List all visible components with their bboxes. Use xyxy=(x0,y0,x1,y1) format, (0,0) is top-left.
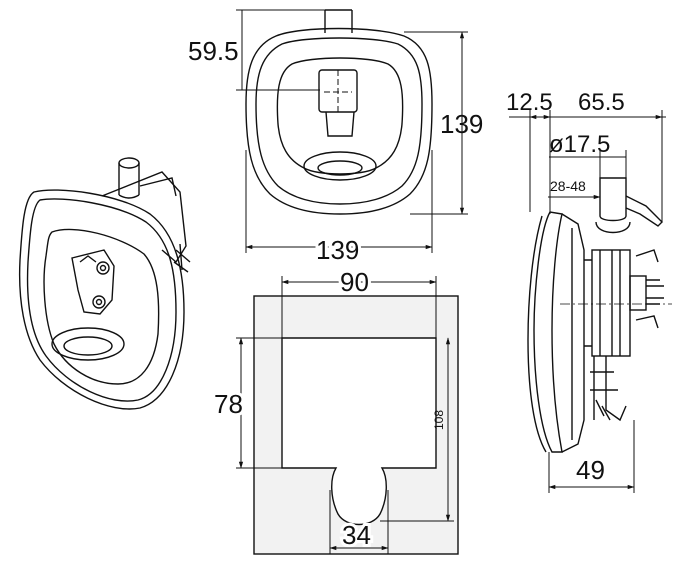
dim-front-width: 139 xyxy=(316,235,359,265)
isometric-latch-view xyxy=(18,157,191,410)
bracket xyxy=(101,171,187,264)
front-finger-cup xyxy=(303,151,377,181)
cutout-shape xyxy=(281,337,437,526)
dim-cutout-notch-width: 34 xyxy=(342,520,371,550)
finger-cup xyxy=(51,327,125,361)
paddle-handle xyxy=(71,249,115,315)
dim-cutout-height: 78 xyxy=(214,389,243,419)
dim-side-depth: 49 xyxy=(576,455,605,485)
dim-front-height-offset: 59.5 xyxy=(188,36,239,66)
cutout-dimensions xyxy=(236,276,454,554)
side-latch-view xyxy=(527,177,672,453)
dim-cutout-total-height: 108 xyxy=(432,410,446,430)
dim-side-width: 65.5 xyxy=(578,89,625,116)
shaft-top xyxy=(118,157,140,169)
dim-front-height: 139 xyxy=(440,109,483,139)
front-body-outer xyxy=(245,27,433,215)
side-flange xyxy=(533,211,563,453)
side-post xyxy=(599,177,627,222)
dim-side-offset: 12.5 xyxy=(506,89,553,116)
dim-cutout-width: 90 xyxy=(340,267,369,297)
panel-cutout-view xyxy=(253,295,459,555)
dim-side-diameter: ø17.5 xyxy=(549,131,610,158)
housing-outer xyxy=(18,189,185,410)
side-mechanism xyxy=(591,249,631,357)
front-latch-view xyxy=(245,9,433,215)
dim-side-range: 28-48 xyxy=(550,178,586,194)
front-dimensions xyxy=(236,9,468,253)
side-dimensions xyxy=(509,110,666,493)
